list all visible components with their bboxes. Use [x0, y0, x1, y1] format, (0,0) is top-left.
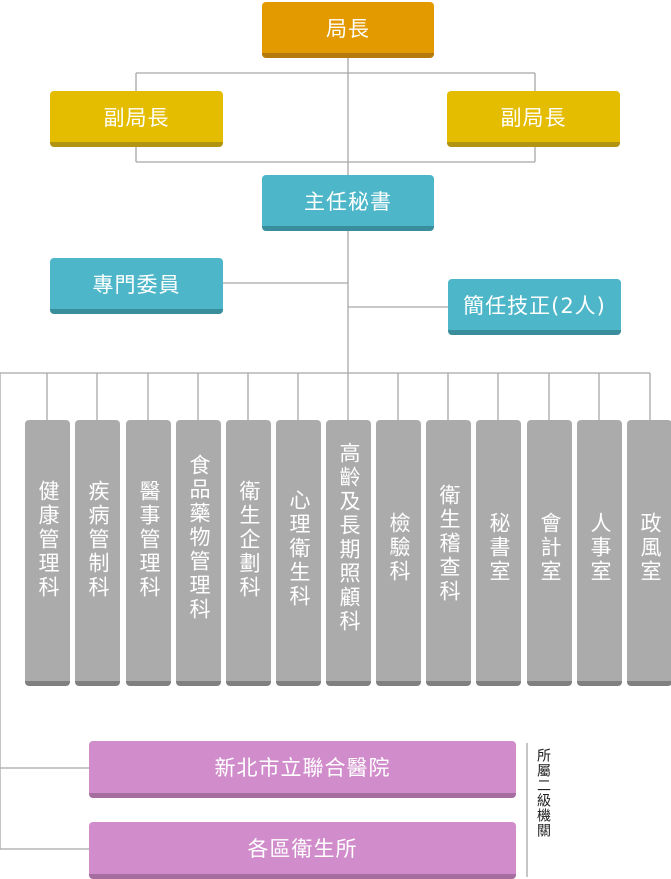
division-box: 醫事管理科 [126, 420, 171, 686]
chief-secretary-box: 主任秘書 [262, 175, 434, 231]
division-label: 衛生企劃科 [237, 480, 261, 600]
division-label: 食品藥物管理科 [187, 454, 211, 622]
division-box: 衛生企劃科 [226, 420, 271, 686]
division-label: 秘書室 [487, 512, 511, 584]
subordinate-note: 所屬二級機關 [535, 748, 551, 838]
division-box: 心理衛生科 [276, 420, 321, 686]
commissioner-box: 專門委員 [50, 258, 223, 314]
division-label: 高齡及長期照顧科 [337, 442, 361, 634]
division-box: 衛生稽查科 [426, 420, 471, 686]
health-centers-box: 各區衛生所 [89, 822, 516, 879]
division-box: 秘書室 [476, 420, 521, 686]
division-box: 檢驗科 [376, 420, 421, 686]
division-box: 高齡及長期照顧科 [326, 420, 371, 686]
division-label: 政風室 [638, 512, 662, 584]
division-box: 食品藥物管理科 [176, 420, 221, 686]
division-label: 檢驗科 [387, 512, 411, 584]
division-label: 人事室 [588, 512, 612, 584]
division-label: 衛生稽查科 [437, 484, 461, 604]
division-label: 疾病管制科 [86, 480, 110, 600]
division-box: 疾病管制科 [75, 420, 120, 686]
division-box: 健康管理科 [25, 420, 70, 686]
director-box: 局長 [262, 2, 434, 58]
division-label: 心理衛生科 [287, 489, 311, 609]
commissioner-label: 專門委員 [92, 272, 181, 297]
deputy-box-left: 副局長 [50, 91, 223, 147]
deputy-label: 副局長 [103, 105, 170, 130]
division-label: 會計室 [538, 512, 562, 584]
division-box: 政風室 [627, 420, 671, 686]
director-label: 局長 [326, 16, 370, 41]
division-box: 會計室 [527, 420, 572, 686]
division-box: 人事室 [577, 420, 622, 686]
hospital-label: 新北市立聯合醫院 [214, 756, 391, 780]
health-centers-label: 各區衛生所 [247, 837, 358, 861]
division-label: 健康管理科 [36, 480, 60, 600]
senior-technician-label: 簡任技正(2人) [463, 293, 606, 318]
senior-technician-box: 簡任技正(2人) [448, 279, 621, 335]
chief-secretary-label: 主任秘書 [304, 189, 392, 214]
division-label: 醫事管理科 [137, 480, 161, 600]
deputy-label: 副局長 [500, 105, 567, 130]
deputy-box-right: 副局長 [447, 91, 620, 147]
hospital-box: 新北市立聯合醫院 [89, 741, 516, 798]
